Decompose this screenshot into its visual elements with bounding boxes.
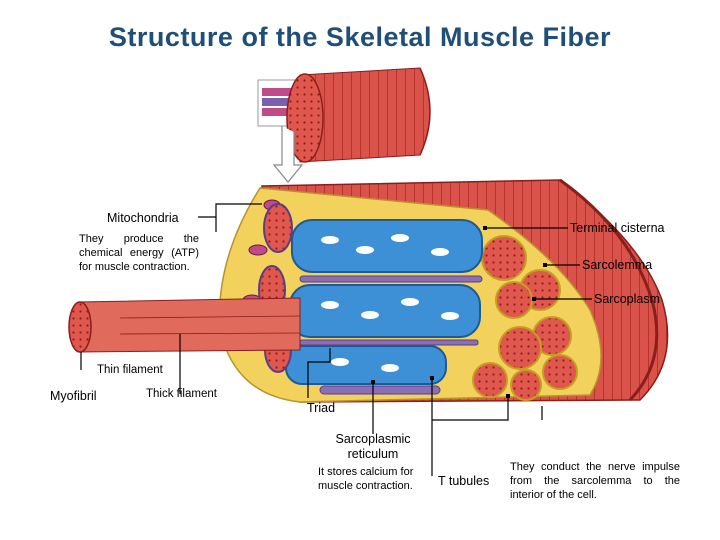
t-tubules-description: They conduct the nerve impulse from the … [510, 460, 680, 502]
t-tubules-label: T tubules [438, 474, 490, 488]
thick-filament-label: Thick filament [146, 388, 217, 400]
sr-label-line: reticulum [347, 447, 399, 461]
leader-dots [371, 226, 547, 398]
myofibril-label: Myofibril [50, 389, 97, 403]
sarcoplasmic-reticulum-tubes [285, 219, 483, 385]
sr-pores [321, 234, 459, 372]
sarcolemma-label: Sarcolemma [582, 258, 653, 272]
sr-desc-line: muscle contraction. [318, 480, 413, 492]
fiber-cross-section [218, 178, 669, 403]
t-desc-line: They conduct the nerve impulse [510, 461, 680, 473]
mitochondria-desc-line: They produce the [79, 233, 199, 245]
triad-label: Triad [307, 401, 336, 415]
terminal-cisterna-label: Terminal cisterna [570, 221, 665, 235]
t-desc-line: interior of the cell. [510, 489, 597, 501]
sr-description: It stores calcium for muscle contraction… [318, 465, 413, 493]
sr-desc-line: It stores calcium for [318, 466, 414, 478]
t-desc-line: from the sarcolemma to the [510, 475, 680, 487]
whole-fiber-illustration [257, 67, 431, 183]
mitochondria-desc-line: for muscle contraction. [79, 261, 190, 273]
single-myofibril [68, 297, 301, 353]
myofibril-red-circles [472, 235, 578, 401]
thin-filament-label: Thin filament [97, 364, 163, 376]
page-title: Structure of the Skeletal Muscle Fiber [108, 22, 612, 52]
sarcoplasm-label: Sarcoplasm [594, 292, 660, 306]
sr-label-line: Sarcoplasmic [335, 432, 411, 446]
mitochondria-label: Mitochondria [107, 211, 179, 225]
mitochondria-desc-line: chemical energy (ATP) [79, 247, 199, 259]
leader-lines [80, 203, 592, 476]
t-tubule-bands [299, 275, 483, 395]
mitochondria-description: They produce the chemical energy (ATP) f… [79, 232, 199, 274]
sarcoplasmic-reticulum-label: Sarcoplasmic reticulum [323, 432, 423, 462]
